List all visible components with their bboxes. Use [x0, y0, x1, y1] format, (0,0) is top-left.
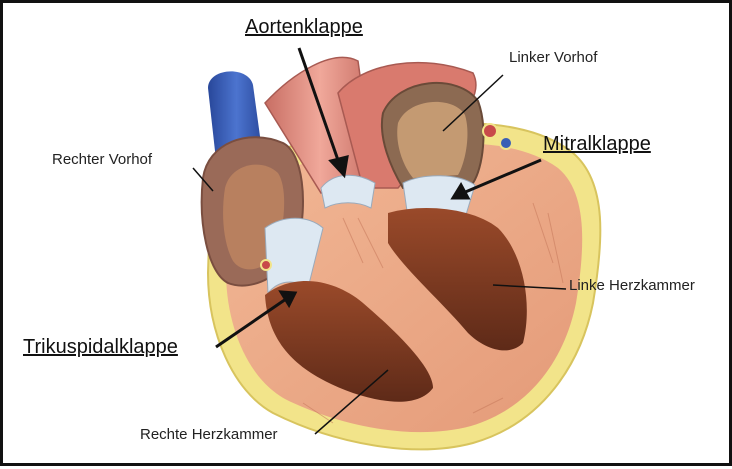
label-rechter-vorhof: Rechter Vorhof — [52, 151, 152, 168]
aortic-valve-leaflets — [321, 175, 375, 208]
label-linker-vorhof: Linker Vorhof — [509, 49, 597, 66]
label-trikuspidalklappe: Trikuspidalklappe — [23, 336, 178, 359]
left-atrium-inner — [397, 102, 467, 178]
label-rechte-herzkammer: Rechte Herzkammer — [140, 426, 278, 443]
label-mitralklappe: Mitralklappe — [543, 133, 651, 156]
coronary-vessel — [261, 260, 271, 270]
label-aortenklappe: Aortenklappe — [245, 16, 363, 39]
heart-illustration — [3, 3, 732, 469]
coronary-vessel — [483, 124, 497, 138]
label-linke-herzkammer: Linke Herzkammer — [569, 277, 695, 294]
coronary-vessel — [500, 137, 512, 149]
